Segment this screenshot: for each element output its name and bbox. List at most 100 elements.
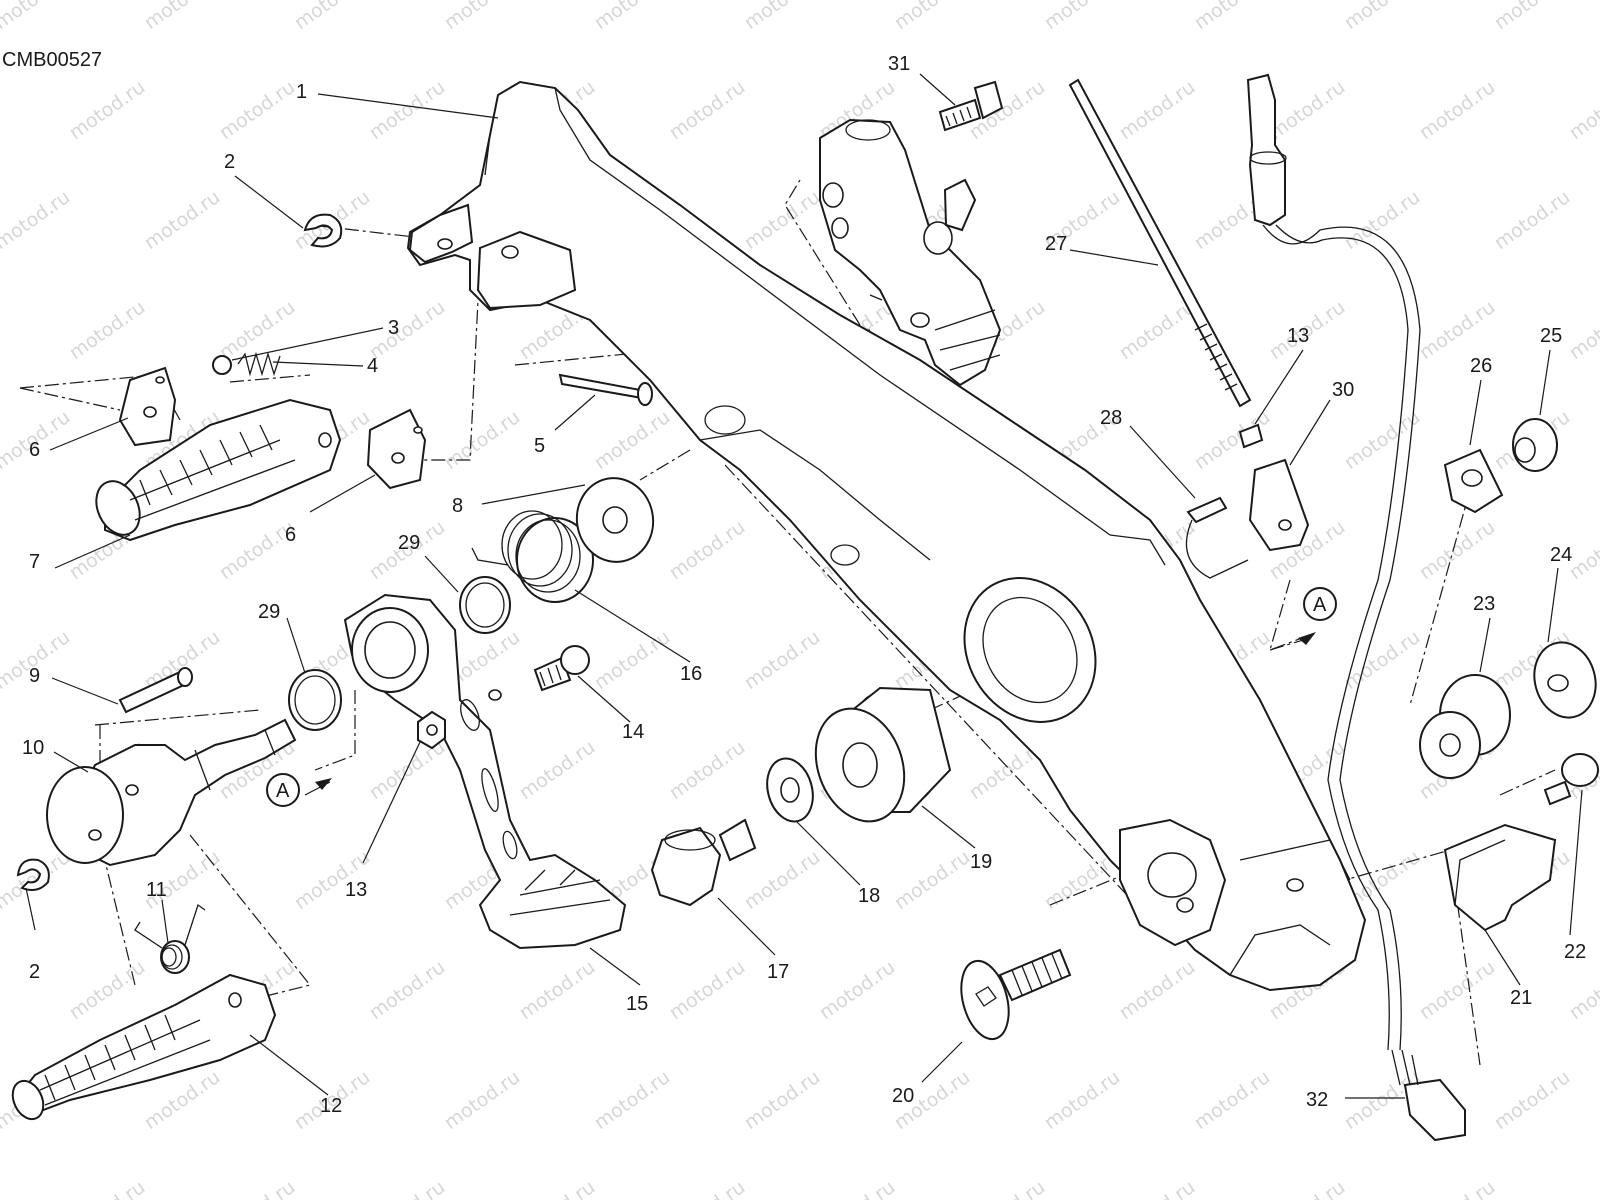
washer-8 <box>575 477 655 563</box>
detent-ball-3 <box>212 355 232 375</box>
watermark-text: motod.ru <box>365 1176 449 1200</box>
return-spring-16 <box>471 510 594 603</box>
watermark-text: motod.ru <box>815 1176 899 1200</box>
brake-light-switch-cable <box>1246 73 1421 1051</box>
callout-15: 15 <box>626 993 648 1015</box>
watermark-text: motod.ru <box>665 736 749 804</box>
callout-10: 10 <box>22 737 44 759</box>
watermark-text: motod.ru <box>440 0 524 34</box>
o-ring-29-lower <box>288 669 342 731</box>
watermark-text: motod.ru <box>740 0 824 34</box>
watermark-text: motod.ru <box>740 186 824 254</box>
watermark-text: motod.ru <box>890 846 974 914</box>
watermark-text: motod.ru <box>965 1176 1049 1200</box>
plate-6-left <box>118 366 177 447</box>
svg-text:A: A <box>276 780 290 802</box>
callout-24: 24 <box>1550 544 1572 566</box>
spacer-26 <box>1443 448 1504 514</box>
section-marker-a-right: A <box>1269 587 1337 651</box>
watermark-text: motod.ru <box>140 186 224 254</box>
watermark-text: motod.ru <box>515 1176 599 1200</box>
callout-27: 27 <box>1045 233 1067 255</box>
watermark-text: motod.ru <box>1490 1066 1574 1134</box>
watermark-text: motod.ru <box>1040 0 1124 34</box>
footpeg-12 <box>11 973 277 1121</box>
callout-21: 21 <box>1510 987 1532 1009</box>
pivot-pin-14 <box>533 645 590 692</box>
callout-22: 22 <box>1564 941 1586 963</box>
leader-lines <box>25 73 1583 1099</box>
watermark-text: motod.ru <box>215 296 299 364</box>
callout-numbers: 1 2 3 4 5 6 6 7 8 9 10 2 11 12 13 13 14 … <box>22 53 1586 1117</box>
watermark-text: motod.ru <box>1115 1176 1199 1200</box>
brake-pedal-15 <box>343 593 627 950</box>
watermark-text: motod.ru <box>740 846 824 914</box>
washer-24 <box>1533 641 1597 719</box>
watermark-text: motod.ru <box>365 956 449 1024</box>
callout-5: 5 <box>534 435 545 457</box>
watermark-text: motod.ru <box>1490 0 1574 34</box>
watermark-text: motod.ru <box>665 516 749 584</box>
watermark-text: motod.ru <box>590 626 674 694</box>
callout-29-lower: 29 <box>258 601 280 623</box>
callout-9: 9 <box>29 665 40 687</box>
callout-23: 23 <box>1473 593 1495 615</box>
callout-25: 25 <box>1540 325 1562 347</box>
watermark-text: motod.ru <box>890 0 974 34</box>
watermark-text: motod.ru <box>590 406 674 474</box>
watermark-text: motod.ru <box>65 296 149 364</box>
watermark-text: motod.ru <box>1490 186 1574 254</box>
callout-14: 14 <box>622 721 644 743</box>
callout-2-lower: 2 <box>29 961 40 983</box>
callout-30: 30 <box>1332 379 1354 401</box>
bolt-20 <box>960 948 1072 1041</box>
watermark-text: motod.ru <box>1565 1176 1600 1200</box>
bracket-21 <box>1443 823 1557 932</box>
callout-13-left: 13 <box>345 879 367 901</box>
callout-16: 16 <box>680 663 702 685</box>
watermark-text: motod.ru <box>740 626 824 694</box>
callout-31: 31 <box>888 53 910 75</box>
watermark-text: motod.ru <box>1040 1066 1124 1134</box>
watermark-text: motod.ru <box>215 1176 299 1200</box>
watermark-text: motod.ru <box>1115 76 1199 144</box>
svg-text:A: A <box>1313 594 1327 616</box>
pin-9 <box>118 667 193 714</box>
locknut-13 <box>1238 423 1264 449</box>
connector-32 <box>1391 1049 1466 1142</box>
watermark-text: motod.ru <box>1415 296 1499 364</box>
watermark-text: motod.ru <box>1415 76 1499 144</box>
footpeg-mount-10 <box>46 718 297 867</box>
callout-7: 7 <box>29 551 40 573</box>
watermark-text: motod.ru <box>215 76 299 144</box>
pushrod-27 <box>1068 78 1252 408</box>
watermark-text: motod.ru <box>515 956 599 1024</box>
watermark-text: motod.ru <box>440 1066 524 1134</box>
bushing-25 <box>1512 418 1558 472</box>
watermark-text: motod.ru <box>590 1066 674 1134</box>
watermark-text: motod.ru <box>1340 406 1424 474</box>
clip-28 <box>1185 496 1249 579</box>
spacer-23 <box>1419 674 1511 779</box>
footpeg-7 <box>95 398 342 542</box>
watermark-text: motod.ru <box>1190 1066 1274 1134</box>
plate-6-right <box>366 408 427 490</box>
watermark-text: motod.ru <box>1565 956 1600 1024</box>
callout-26: 26 <box>1470 355 1492 377</box>
callout-17: 17 <box>767 961 789 983</box>
section-marker-a-left: A <box>266 773 332 807</box>
callout-29-upper: 29 <box>398 532 420 554</box>
watermark-text: motod.ru <box>1415 516 1499 584</box>
watermark-text: motod.ru <box>1340 0 1424 34</box>
watermark-text: motod.ru <box>140 0 224 34</box>
watermark-text: motod.ru <box>1115 956 1199 1024</box>
watermark-text: motod.ru <box>1415 1176 1499 1200</box>
callout-4: 4 <box>367 355 378 377</box>
clevis-30 <box>1248 458 1310 552</box>
watermark-text: motod.ru <box>1565 296 1600 364</box>
callout-13-right: 13 <box>1287 325 1309 347</box>
callout-20: 20 <box>892 1085 914 1107</box>
watermark-text: motod.ru <box>290 0 374 34</box>
callout-28: 28 <box>1100 407 1122 429</box>
callout-32: 32 <box>1306 1089 1328 1111</box>
